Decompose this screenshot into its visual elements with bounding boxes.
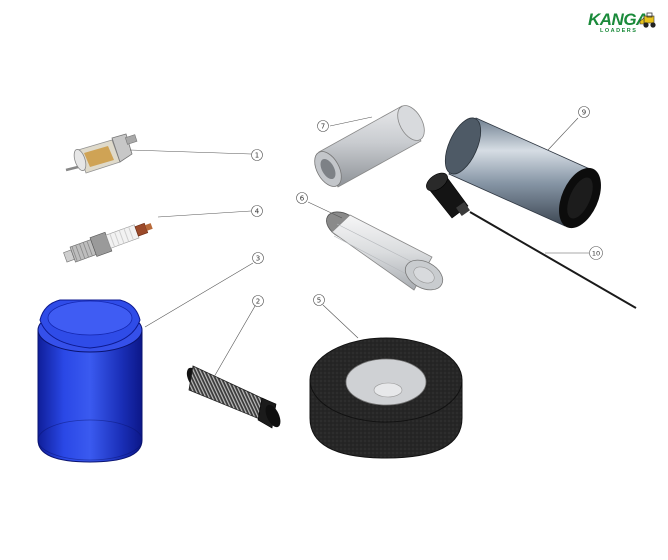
part-5-foam-filter — [309, 337, 463, 459]
callout-6-label: 6 — [300, 195, 305, 203]
kanga-loaders-logo: KANGA LOADERS — [588, 10, 660, 40]
callout-10-label: 10 — [592, 250, 600, 258]
part-6-hydraulic-element — [326, 211, 444, 291]
callout-5-label: 5 — [317, 297, 321, 305]
callout-3: 3 — [252, 252, 264, 264]
leader-lines — [129, 116, 589, 378]
part-7-sleeve — [314, 105, 425, 188]
part-3-oil-filter — [37, 299, 143, 463]
leader-line-5 — [322, 304, 359, 339]
callouts: 1 2 3 4 5 6 7 — [251, 106, 603, 307]
callout-7-label: 7 — [321, 123, 325, 131]
part-9-steel-canister — [444, 117, 601, 229]
callout-4-label: 4 — [255, 208, 260, 216]
callout-6: 6 — [296, 192, 308, 204]
part-1-fuel-filter — [65, 133, 138, 174]
callout-10: 10 — [589, 246, 603, 260]
callout-4: 4 — [251, 205, 263, 217]
callout-5: 5 — [313, 294, 325, 306]
leader-line-3 — [144, 262, 254, 328]
callout-9: 9 — [578, 106, 590, 118]
leader-line-4 — [157, 210, 252, 218]
callout-7: 7 — [317, 120, 329, 132]
callout-1-label: 1 — [255, 152, 259, 160]
leader-line-6 — [307, 201, 343, 219]
callout-2: 2 — [252, 295, 264, 307]
leader-line-9 — [547, 117, 579, 151]
leader-line-2 — [213, 305, 256, 378]
leader-line-7 — [329, 116, 373, 127]
logo-subtitle: LOADERS — [600, 28, 638, 34]
mini-loader-icon — [639, 12, 656, 28]
callout-9-label: 9 — [582, 109, 586, 117]
callout-2-label: 2 — [256, 298, 260, 306]
leader-line-1 — [129, 149, 252, 155]
part-2-breather-filter — [186, 365, 281, 429]
part-10-dipstick — [426, 172, 637, 309]
callout-3-label: 3 — [256, 255, 260, 263]
part-4-spark-plug — [63, 222, 153, 263]
logo-wordmark: KANGA — [588, 10, 648, 29]
callout-1: 1 — [251, 149, 263, 161]
